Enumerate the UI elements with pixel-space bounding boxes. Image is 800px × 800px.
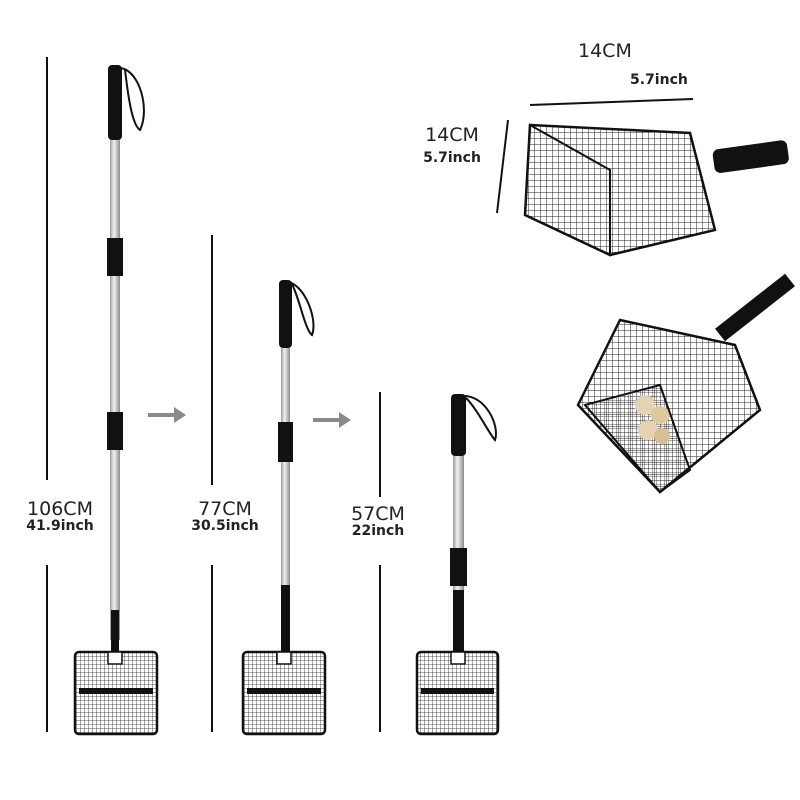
length-label-medium: 77CM 30.5inch: [175, 498, 275, 534]
height-cm: 14CM: [425, 124, 479, 146]
length-inch: 22inch: [351, 523, 405, 539]
scoop-width-label: 14CM 5.7inch: [560, 40, 688, 88]
length-inch: 41.9inch: [26, 518, 94, 534]
length-cm: 106CM: [27, 498, 93, 520]
scooper-short: [415, 394, 500, 736]
arrow-right-icon: [148, 407, 186, 423]
scoop-head-angled-view: [576, 273, 795, 494]
length-label-extended: 106CM 41.9inch: [10, 498, 110, 534]
width-cm: 14CM: [578, 40, 632, 62]
arrow-right-icon: [313, 412, 351, 428]
height-inch: 5.7inch: [423, 150, 481, 166]
width-inch: 5.7inch: [630, 72, 688, 88]
scooper-medium: [241, 280, 327, 736]
length-cm: 57CM: [351, 503, 405, 525]
scoop-height-label: 14CM 5.7inch: [408, 124, 496, 166]
length-label-short: 57CM 22inch: [328, 503, 428, 539]
length-cm: 77CM: [198, 498, 252, 520]
length-inch: 30.5inch: [191, 518, 259, 534]
scoop-head-side-view: [496, 98, 789, 257]
scooper-extended: [73, 65, 159, 736]
